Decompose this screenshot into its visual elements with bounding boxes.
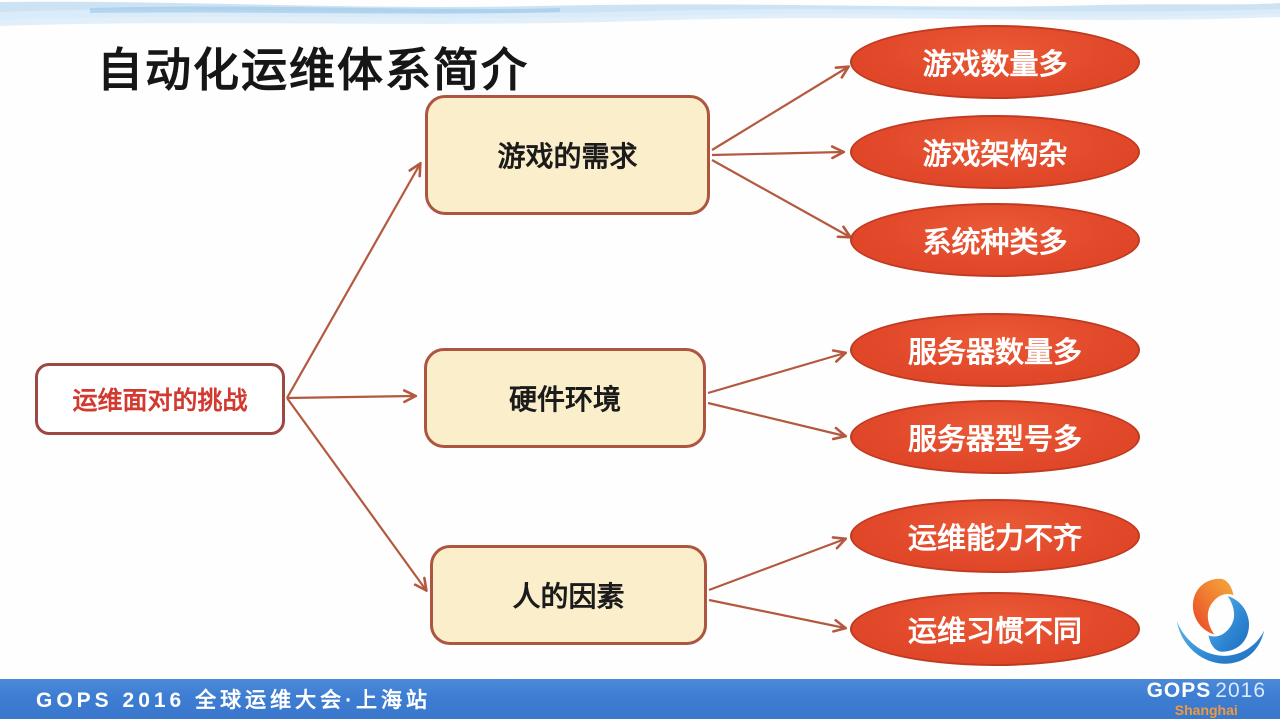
footer-logo-year: 2016	[1215, 679, 1266, 702]
leaf-node-ops-skill-uneven: 运维能力不齐	[850, 499, 1140, 573]
branch-node-label: 人的因素	[512, 581, 625, 612]
root-node-label: 运维面对的挑战	[72, 387, 248, 415]
top-wave-decoration	[0, 1, 1280, 26]
leaf-node-server-quantity: 服务器数量多	[850, 313, 1140, 387]
leaf-node-game-architecture: 游戏架构杂	[850, 115, 1140, 189]
branch-node-label: 游戏的需求	[497, 141, 638, 172]
branch-node-game-requirements: 游戏的需求	[425, 95, 710, 215]
footer-logo-brand: GOPS	[1146, 679, 1212, 702]
leaf-node-label: 系统种类多	[922, 227, 1068, 259]
leaf-node-label: 服务器数量多	[907, 337, 1082, 369]
leaf-node-server-models: 服务器型号多	[850, 400, 1140, 474]
leaf-node-label: 游戏架构杂	[922, 139, 1068, 171]
leaf-node-label: 服务器型号多	[907, 424, 1082, 456]
footer-event-text: GOPS 2016 全球运维大会·上海站	[36, 689, 432, 712]
slide-title: 自动化运维体系简介	[97, 44, 529, 96]
leaf-node-label: 游戏数量多	[922, 49, 1068, 81]
branch-node-human-factor: 人的因素	[430, 545, 707, 645]
branch-node-hardware-environment: 硬件环境	[424, 348, 706, 448]
leaf-node-system-variety: 系统种类多	[850, 203, 1140, 277]
leaf-node-label: 运维习惯不同	[907, 616, 1082, 648]
leaf-node-ops-habits-differ: 运维习惯不同	[850, 592, 1140, 666]
leaf-node-label: 运维能力不齐	[907, 523, 1082, 555]
branch-node-label: 硬件环境	[508, 384, 621, 415]
footer-logo-city: Shanghai	[1174, 702, 1238, 718]
leaf-node-game-quantity: 游戏数量多	[850, 25, 1140, 99]
root-node-ops-challenges: 运维面对的挑战	[35, 363, 285, 435]
gops-logo-icon	[1176, 578, 1265, 664]
